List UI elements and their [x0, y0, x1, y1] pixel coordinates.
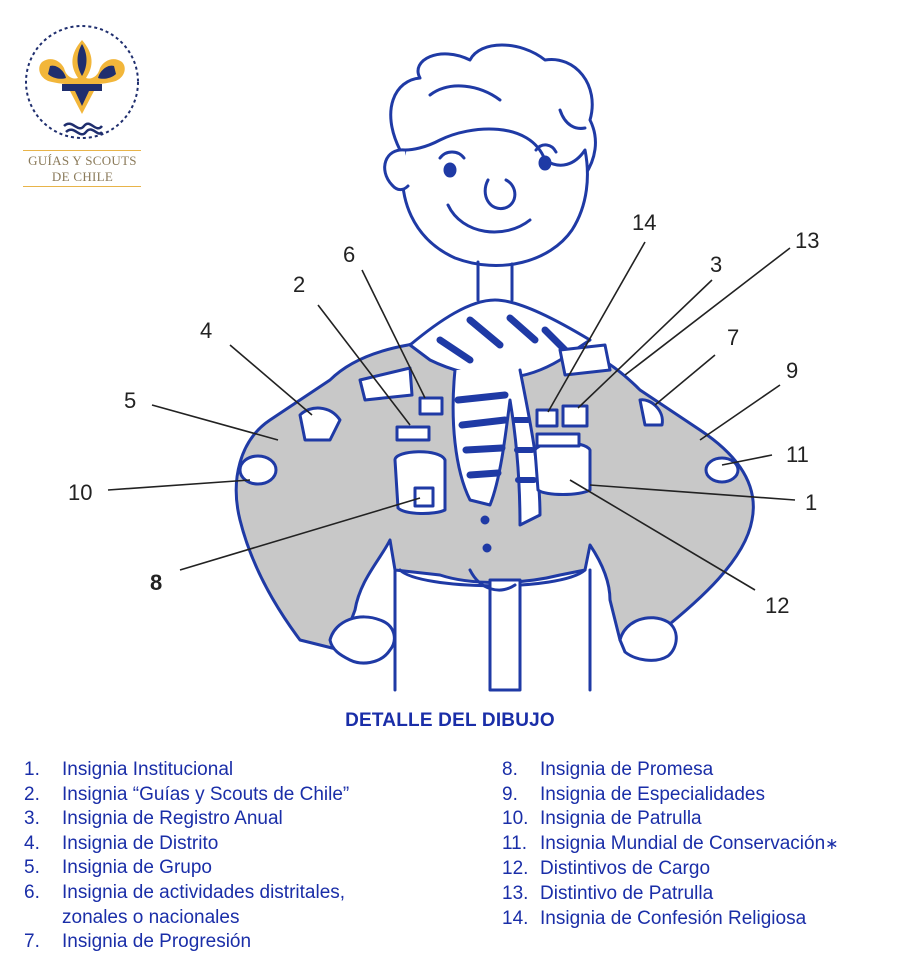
legend-item: 10. Insignia de Patrulla	[502, 807, 892, 832]
leader-line-11	[721, 454, 773, 466]
legend-text: Insignia de Distrito	[62, 832, 219, 854]
callout-6: 6	[343, 242, 355, 267]
legend-text: Insignia de Patrulla	[540, 808, 702, 830]
leader-line-5	[151, 404, 279, 441]
leader-line-4	[229, 344, 313, 416]
callout-12: 12	[765, 593, 789, 618]
legend-text: Insignia de actividades distritales,	[62, 881, 346, 903]
legend-right-column: 8. Insignia de Promesa 9. Insignia de Espe…	[502, 758, 892, 931]
legend-number: 4.	[24, 832, 40, 854]
legend-item: 7. Insignia de Progresión	[24, 930, 484, 955]
legend-number: 9.	[502, 783, 518, 805]
leader-line-3	[577, 279, 713, 409]
legend-item: 4. Insignia de Distrito	[24, 832, 484, 857]
legend-item: 8. Insignia de Promesa	[502, 758, 892, 783]
leader-line-10	[107, 479, 251, 491]
legend-number: 10.	[502, 808, 529, 830]
callout-7: 7	[727, 325, 739, 350]
legend-number: 12.	[502, 858, 529, 880]
legend-item: 9. Insignia de Especialidades	[502, 783, 892, 808]
asterisk-mark: ∗	[825, 835, 839, 853]
legend-number: 14.	[502, 907, 529, 929]
logo-text-line1: GUÍAS Y SCOUTS	[28, 153, 137, 168]
leader-line-12	[569, 479, 756, 591]
logo-text-line2: DE CHILE	[51, 169, 114, 184]
legend-item: 14. Insignia de Confesión Religiosa	[502, 907, 892, 932]
legend-item: 5. Insignia de Grupo	[24, 856, 484, 881]
scouts-logo: GUÍAS Y SCOUTS DE CHILE	[20, 20, 145, 190]
legend-number: 13.	[502, 882, 529, 904]
fleur-de-lis-emblem	[25, 25, 139, 139]
legend-text: Insignia de Registro Anual	[62, 808, 283, 830]
legend-number: 7.	[24, 931, 40, 953]
callout-13: 13	[795, 228, 819, 253]
leader-line-14	[547, 241, 646, 413]
legend-number: 2.	[24, 783, 40, 805]
leader-line-2	[317, 304, 411, 426]
legend-item: 13. Distintivo de Patrulla	[502, 882, 892, 907]
caption-title: DETALLE DEL DIBUJO	[345, 710, 555, 731]
legend-number: 1.	[24, 759, 40, 780]
scout-uniform-drawing: 1 2 3 4 5 6 7 8 9 10 11 12 13 14	[68, 43, 819, 692]
leader-line-9	[699, 384, 781, 441]
callout-1: 1	[805, 490, 817, 515]
legend-text: Insignia de Especialidades	[540, 783, 765, 805]
callout-14: 14	[632, 210, 656, 235]
callout-8: 8	[150, 570, 162, 595]
leader-line-6	[361, 269, 426, 399]
leader-line-7	[654, 354, 716, 406]
logo-rule	[23, 186, 141, 187]
legend-item: 6. Insignia de actividades distritales,	[24, 881, 484, 906]
callout-3: 3	[710, 252, 722, 277]
leader-line-1	[589, 484, 796, 501]
callout-2: 2	[293, 272, 305, 297]
legend-text: Distintivo de Patrulla	[540, 882, 714, 904]
leader-line-8	[179, 497, 421, 571]
logo-rule	[23, 150, 141, 151]
callout-5: 5	[124, 388, 136, 413]
legend-item-continuation: zonales o nacionales	[24, 906, 484, 931]
legend-text: Insignia de Grupo	[62, 857, 212, 879]
legend-item: 1. Insignia Institucional	[24, 758, 484, 783]
callout-leaders	[107, 241, 796, 591]
callout-11: 11	[786, 442, 809, 467]
callout-4: 4	[200, 318, 212, 343]
legend-text: zonales o nacionales	[62, 906, 240, 928]
legend-item: 11. Insignia Mundial de Conservación∗	[502, 832, 892, 858]
legend-text: Insignia de Confesión Religiosa	[540, 907, 807, 929]
scout-figure	[234, 43, 755, 692]
legend-text: Insignia de Progresión	[62, 931, 252, 953]
callout-10: 10	[68, 480, 92, 505]
legend-number: 3.	[24, 808, 40, 830]
legend-left-column: 1. Insignia Institucional 2. Insignia “Guí…	[24, 758, 484, 955]
legend-text: Insignia Institucional	[62, 759, 234, 780]
callout-9: 9	[786, 358, 798, 383]
legend-item: 12. Distintivos de Cargo	[502, 857, 892, 882]
legend-number: 5.	[24, 857, 40, 879]
legend-number: 11.	[502, 832, 528, 854]
leader-line-13	[624, 247, 791, 376]
legend-text: Insignia de Promesa	[540, 759, 714, 780]
legend-number: 8.	[502, 759, 518, 780]
legend-item: 3. Insignia de Registro Anual	[24, 807, 484, 832]
legend-text: Distintivos de Cargo	[540, 858, 711, 880]
legend-text: Insignia “Guías y Scouts de Chile”	[62, 783, 350, 805]
callout-numbers: 1 2 3 4 5 6 7 8 9 10 11 12 13 14	[68, 210, 819, 618]
legend-item: 2. Insignia “Guías y Scouts de Chile”	[24, 783, 484, 808]
legend-text: Insignia Mundial de Conservación	[540, 832, 826, 854]
legend-number: 6.	[24, 881, 40, 903]
